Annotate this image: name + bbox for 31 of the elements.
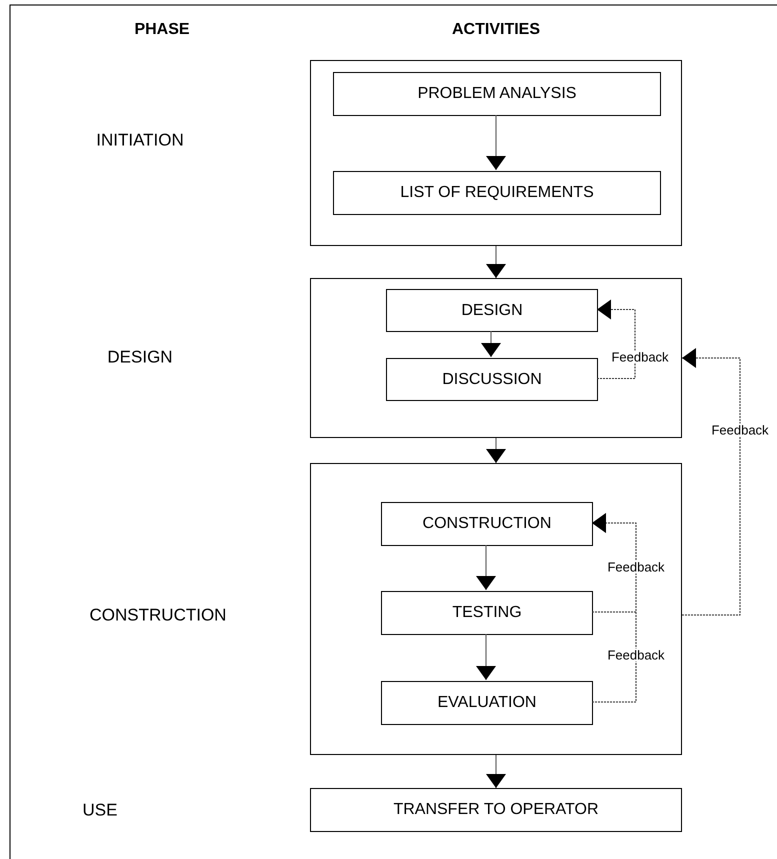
feedback-arrow	[592, 513, 636, 702]
feedback-arrow	[596, 300, 636, 379]
phase-label: DESIGN	[107, 346, 173, 368]
edge-label: Feedback	[710, 424, 770, 436]
arrow	[481, 330, 501, 358]
edge-label: Feedback	[606, 560, 666, 574]
arrow	[486, 754, 506, 788]
activity-box: DESIGN	[386, 289, 598, 332]
activity-box: CONSTRUCTION	[381, 502, 593, 546]
phase-group-box	[310, 463, 682, 755]
phase-group-box	[310, 60, 682, 246]
phase-label: INITIATION	[96, 129, 184, 152]
phase-label: CONSTRUCTION	[90, 604, 226, 626]
arrow	[476, 634, 496, 680]
feedback-arrow	[682, 348, 740, 616]
activity-box: EVALUATION	[381, 681, 593, 725]
activity-box: DISCUSSION	[386, 358, 598, 401]
phase-group-box	[310, 278, 682, 438]
arrow	[486, 246, 506, 278]
column-header: ACTIVITIES	[452, 20, 540, 40]
edge-label: Feedback	[606, 648, 666, 662]
activity-box: TRANSFER TO OPERATOR	[310, 788, 682, 832]
activity-box: PROBLEM ANALYSIS	[333, 72, 661, 116]
arrow	[476, 544, 496, 590]
activity-box: LIST OF REQUIREMENTS	[333, 171, 661, 215]
column-header: PHASE	[134, 20, 190, 40]
activity-box: TESTING	[381, 591, 593, 635]
arrow	[486, 438, 506, 464]
phase-label: USE	[82, 799, 118, 822]
arrow	[486, 114, 506, 170]
edge-label: Feedback	[610, 350, 670, 364]
